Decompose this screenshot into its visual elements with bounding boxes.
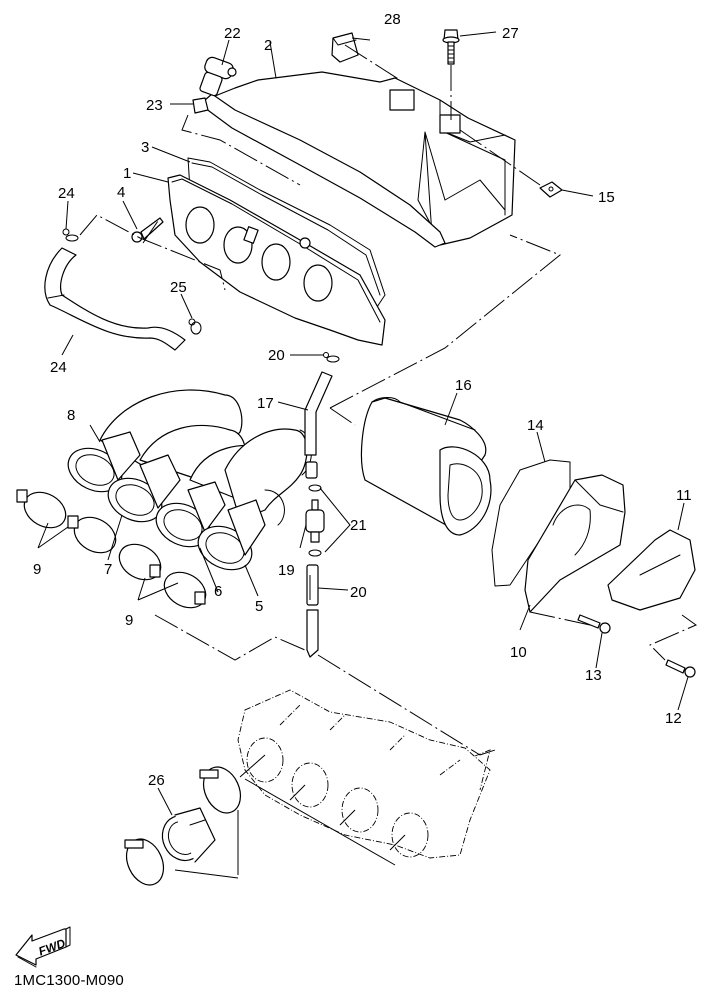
hose-part-17[interactable] bbox=[304, 371, 333, 456]
screw-part-12[interactable] bbox=[665, 659, 696, 678]
leader-lines bbox=[37, 31, 689, 879]
callout-3[interactable]: 3 bbox=[141, 139, 149, 156]
element-part-16[interactable] bbox=[360, 397, 492, 536]
callout-17[interactable]: 17 bbox=[257, 395, 274, 412]
assembly-chain-lines bbox=[79, 44, 698, 756]
clip-part-20-upper[interactable] bbox=[323, 352, 340, 363]
callout-19[interactable]: 20 bbox=[350, 584, 367, 601]
callout-21[interactable]: 22 bbox=[224, 25, 241, 42]
callout-2[interactable]: 2 bbox=[264, 37, 272, 54]
clamp-part-22[interactable] bbox=[192, 97, 209, 114]
callout-16[interactable]: 16 bbox=[455, 377, 472, 394]
callout-15[interactable]: 15 bbox=[598, 189, 615, 206]
cap-part-11[interactable] bbox=[607, 529, 696, 611]
callout-23[interactable]: 24 bbox=[50, 359, 67, 376]
callout-12[interactable]: 12 bbox=[665, 710, 682, 727]
carburetor-connection-lines bbox=[239, 754, 406, 866]
callout-7[interactable]: 7 bbox=[104, 561, 112, 578]
callout-9-upper[interactable]: 9 bbox=[33, 561, 41, 578]
air-filter-case-joint[interactable] bbox=[167, 174, 386, 346]
check-valve-part-18[interactable] bbox=[305, 499, 325, 543]
drain-hose-part-19[interactable] bbox=[306, 564, 319, 658]
callout-27[interactable]: 26 bbox=[148, 772, 165, 789]
cap-inner-part-10[interactable] bbox=[524, 474, 626, 613]
carburetor-joint-part-27[interactable] bbox=[155, 807, 216, 867]
bolt-part-25[interactable] bbox=[442, 29, 460, 65]
joint-part-21[interactable] bbox=[199, 56, 237, 97]
air-filter-case[interactable] bbox=[204, 71, 516, 248]
callout-22[interactable]: 23 bbox=[146, 97, 163, 114]
bands-lower[interactable] bbox=[113, 537, 212, 615]
callout-4[interactable]: 4 bbox=[117, 184, 125, 201]
callout-24-upper[interactable]: 24 bbox=[58, 185, 75, 202]
callout-6[interactable]: 6 bbox=[214, 583, 222, 600]
carburetor-assembly-outline bbox=[237, 689, 491, 859]
callout-25[interactable]: 27 bbox=[502, 25, 519, 42]
callout-26[interactable]: 28 bbox=[384, 11, 401, 28]
intake-joints[interactable] bbox=[61, 389, 312, 578]
callout-20-pair[interactable]: 21 bbox=[350, 517, 367, 534]
diagram-code: 1MC1300-M090 bbox=[14, 972, 124, 989]
callout-9-lower[interactable]: 9 bbox=[125, 612, 133, 629]
callout-20-upper[interactable]: 20 bbox=[268, 347, 285, 364]
callout-13[interactable]: 14 bbox=[527, 417, 544, 434]
callout-14[interactable]: 13 bbox=[585, 667, 602, 684]
callout-24-lower[interactable]: 25 bbox=[170, 279, 187, 296]
callout-8[interactable]: 8 bbox=[67, 407, 75, 424]
hose-stub[interactable] bbox=[305, 461, 318, 479]
callout-18[interactable]: 19 bbox=[278, 562, 295, 579]
breather-hose-part-23[interactable] bbox=[44, 247, 186, 351]
callout-11[interactable]: 11 bbox=[676, 487, 692, 504]
clip-part-24-lower[interactable] bbox=[188, 318, 202, 335]
callout-labels: 22 2 28 27 23 3 1 15 24 4 25 24 20 16 17… bbox=[33, 11, 692, 789]
screw-part-14[interactable] bbox=[577, 614, 611, 634]
clamp-bands-part-28[interactable] bbox=[119, 761, 247, 891]
clip-part-20-pair[interactable] bbox=[308, 484, 322, 557]
cover-part-26[interactable] bbox=[331, 32, 359, 63]
forward-direction-arrow: FWD bbox=[15, 926, 71, 968]
clip-part-24-upper[interactable] bbox=[62, 228, 79, 242]
screw-part-4[interactable] bbox=[131, 217, 164, 243]
callout-5[interactable]: 5 bbox=[255, 598, 263, 615]
callout-10[interactable]: 10 bbox=[510, 644, 527, 661]
bands-upper[interactable] bbox=[16, 485, 122, 560]
nut-part-15[interactable] bbox=[539, 181, 563, 198]
callout-1[interactable]: 1 bbox=[123, 165, 131, 182]
